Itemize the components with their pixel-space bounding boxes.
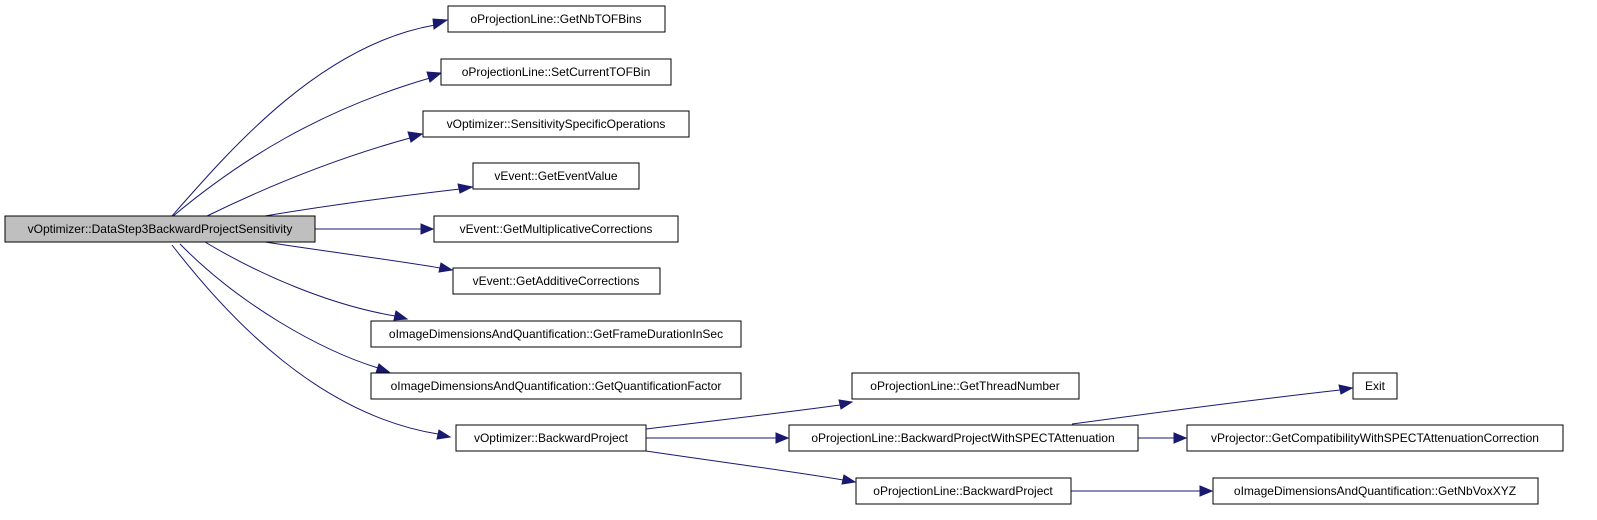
edge-backwardprojectwithspectattenuation-exit xyxy=(1071,384,1354,425)
node-label: vEvent::GetMultiplicativeCorrections xyxy=(460,222,653,236)
node-label: vOptimizer::SensitivitySpecificOperation… xyxy=(447,117,666,131)
edge-backwardproject-backwardprojectwithspectattenuation xyxy=(646,432,790,444)
node-backwardprojectwithspectattenuation[interactable]: oProjectionLine::BackwardProjectWithSPEC… xyxy=(788,424,1139,452)
node-label: vOptimizer::DataStep3BackwardProjectSens… xyxy=(28,222,293,236)
edge-backwardproject-getthreadnumber xyxy=(645,399,854,430)
node-root-datastep3backwardprojectsensitivity[interactable]: vOptimizer::DataStep3BackwardProjectSens… xyxy=(4,215,316,243)
node-label: oProjectionLine::BackwardProjectWithSPEC… xyxy=(811,431,1114,445)
node-getthreadnumber[interactable]: oProjectionLine::GetThreadNumber xyxy=(851,372,1080,400)
edge-root-getquantificationfactor xyxy=(179,243,391,374)
edges xyxy=(171,18,1354,497)
node-getquantificationfactor[interactable]: oImageDimensionsAndQuantification::GetQu… xyxy=(370,372,742,400)
node-label: oImageDimensionsAndQuantification::GetFr… xyxy=(389,327,723,341)
edge-oprojectionline-backwardproject-getnbvoxxyz xyxy=(1071,485,1214,497)
node-getnbtofbins[interactable]: oProjectionLine::GetNbTOFBins xyxy=(447,5,666,33)
node-getframedurationinsec[interactable]: oImageDimensionsAndQuantification::GetFr… xyxy=(370,320,742,348)
edge-root-setcurrenttofbin xyxy=(171,71,443,218)
edge-root-geteventvalue xyxy=(264,183,474,217)
edge-root-backwardproject xyxy=(171,244,452,440)
node-geteventvalue[interactable]: vEvent::GetEventValue xyxy=(472,162,640,190)
edge-root-getframedurationinsec xyxy=(204,241,409,321)
node-getadditivecorrections[interactable]: vEvent::GetAdditiveCorrections xyxy=(452,267,661,295)
node-setcurrenttofbin[interactable]: oProjectionLine::SetCurrentTOFBin xyxy=(440,58,672,86)
node-voptimizer-backwardproject[interactable]: vOptimizer::BackwardProject xyxy=(455,424,647,452)
node-label: vEvent::GetEventValue xyxy=(494,169,618,183)
node-label: oProjectionLine::SetCurrentTOFBin xyxy=(462,65,651,79)
node-sensitivityspecificoperations[interactable]: vOptimizer::SensitivitySpecificOperation… xyxy=(422,110,690,138)
node-getcompatibilitywithspectattenuationcorrection[interactable]: vProjector::GetCompatibilityWithSPECTAtt… xyxy=(1186,424,1564,452)
node-oprojectionline-backwardproject[interactable]: oProjectionLine::BackwardProject xyxy=(855,477,1072,505)
edge-backwardprojectwithspectattenuation-getcompatibility xyxy=(1138,432,1188,444)
node-label: vOptimizer::BackwardProject xyxy=(474,431,629,445)
edge-root-getnbtofbins xyxy=(171,18,449,217)
edge-root-sensitivityspecificoperations xyxy=(204,131,424,218)
node-label: oImageDimensionsAndQuantification::GetNb… xyxy=(1234,484,1516,498)
node-label: vEvent::GetAdditiveCorrections xyxy=(473,274,640,288)
node-getmultiplicativecorrections[interactable]: vEvent::GetMultiplicativeCorrections xyxy=(433,215,679,243)
node-label: oProjectionLine::BackwardProject xyxy=(873,484,1053,498)
node-label: oProjectionLine::GetThreadNumber xyxy=(870,379,1059,393)
edge-root-getmultiplicativecorrections xyxy=(315,223,435,235)
node-label: oProjectionLine::GetNbTOFBins xyxy=(470,12,641,26)
edge-root-getadditivecorrections xyxy=(264,241,454,273)
node-label: vProjector::GetCompatibilityWithSPECTAtt… xyxy=(1211,431,1539,445)
node-label: Exit xyxy=(1365,379,1386,393)
node-getnbvoxxyz[interactable]: oImageDimensionsAndQuantification::GetNb… xyxy=(1212,477,1539,505)
node-exit[interactable]: Exit xyxy=(1352,372,1398,400)
node-label: oImageDimensionsAndQuantification::GetQu… xyxy=(391,379,722,393)
nodes: vOptimizer::DataStep3BackwardProjectSens… xyxy=(4,5,1564,505)
edge-backwardproject-oprojectionline-backwardproject xyxy=(645,450,857,485)
